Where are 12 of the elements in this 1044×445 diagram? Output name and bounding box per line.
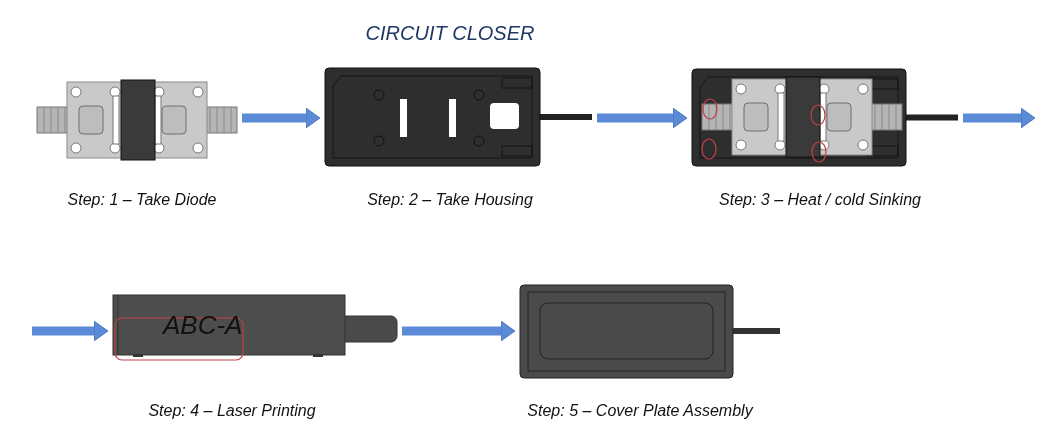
step-caption: Step: 2 – Take Housing: [366, 191, 534, 209]
arrow: [402, 320, 516, 342]
step-caption: Step: 5 – Cover Plate Assembly: [526, 402, 755, 420]
marking-text: ABC-A: [163, 310, 243, 341]
step-caption: Step: 4 – Laser Printing: [147, 402, 317, 420]
arrow: [963, 107, 1036, 129]
arrow: [597, 107, 688, 129]
arrow: [32, 320, 109, 342]
arrow: [242, 107, 321, 129]
diagram-title: CIRCUIT CLOSER: [364, 22, 536, 45]
step-caption: Step: 3 – Heat / cold Sinking: [718, 191, 922, 209]
step-caption: Step: 1 – Take Diode: [66, 191, 218, 209]
